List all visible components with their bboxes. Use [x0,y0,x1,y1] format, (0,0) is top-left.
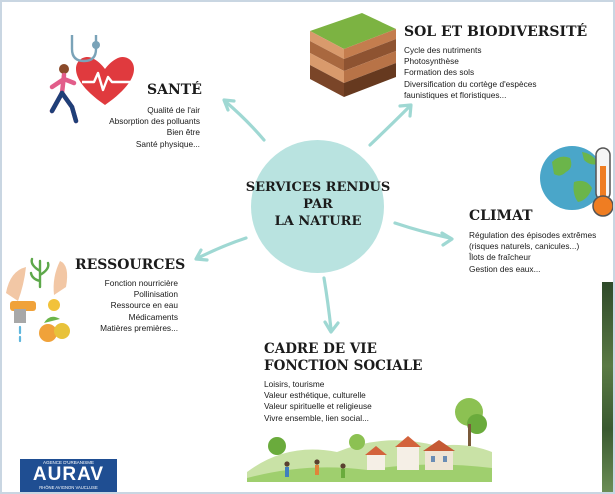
list-item: Santé physique... [135,138,200,149]
soil-block-illustration [310,13,396,97]
hand-right-icon [53,261,68,295]
list-item: Cycle des nutriments [404,45,482,55]
arrow-sante-head [222,98,236,112]
vegetables-icon [39,324,57,342]
runner-heart-illustration [49,35,134,124]
center-title-line1: SERVICES RENDUS [245,180,391,195]
ressources-list: Fonction nourricière Pollinisation Resso… [68,278,178,334]
arrow-sol-head [398,103,413,118]
logo-main-text: AURAV [32,464,105,485]
heart-icon [76,57,134,105]
hand-left-icon [6,267,26,301]
cadre-title-line2: FONCTION SOCIALE [264,358,423,374]
list-item: Bien être [166,127,200,138]
earth-thermometer-illustration [540,146,613,217]
climat-title: CLIMAT [469,208,533,224]
cadre-list: Loisirs, tourisme Valeur esthétique, cul… [264,379,372,424]
photo-strip [602,282,613,492]
ressources-title: RESSOURCES [75,257,186,273]
center-title-line3: LA NATURE [274,214,362,229]
arrow-sante [224,100,266,142]
sante-title: SANTÉ [147,82,202,98]
logo-sub-text: RHÔNE AVIGNON VAUCLUSE [39,485,98,490]
village-illustration [247,398,492,482]
sante-list: Qualité de l'air Absorption des polluant… [94,105,200,150]
list-item: Médicaments [128,311,178,322]
list-item: Pollinisation [133,289,178,300]
house-icon [397,446,419,470]
center-title-line2: PAR [303,197,333,212]
sol-list: Cycle des nutriments Photosynthèse Forma… [404,45,537,101]
list-item: Gestion des eaux... [469,263,541,274]
list-item: Absorption des polluants [109,116,200,127]
faucet-icon [10,301,36,311]
climat-list: Régulation des épisodes extrêmes (risque… [469,230,596,275]
arrow-sol [368,105,411,147]
logo-small-text: AGENCE D'URBANISME [42,460,95,465]
stethoscope-icon [70,35,98,63]
aurav-logo: AGENCE D'URBANISME AURAV RHÔNE AVIGNON V… [20,459,117,492]
list-item: Loisirs, tourisme [264,379,325,389]
list-item: Îlots de fraîcheur [469,252,531,263]
list-item: Valeur spirituelle et religieuse [264,401,372,412]
arrow-cadre-head [323,320,340,334]
arrow-ressources [196,236,248,260]
runner-head-icon [59,64,69,74]
resources-illustration [6,257,70,343]
list-item: Régulation des épisodes extrêmes [469,230,597,240]
sol-title: SOL ET BIODIVERSITÉ [404,24,588,40]
grass-top-icon [310,13,396,49]
person-icon [284,461,290,467]
arrow-cadre [322,276,333,331]
arrow-ressources-head [194,248,209,262]
pulse-line-icon [82,71,132,92]
list-item: (risques naturels, canicules...) [469,241,580,252]
list-item: Fonction nourricière [104,278,178,288]
list-item: Diversification du cortège d'espèces [404,78,537,89]
list-item: Matières premières... [100,322,178,333]
leaf-icon [29,257,50,289]
list-item: Valeur esthétique, culturelle [264,390,366,401]
center-title: SERVICES RENDUS PAR LA NATURE [230,179,406,230]
list-item: Vivre ensemble, lien social... [264,412,369,423]
bee-icon [48,299,60,311]
list-item: Ressource en eau [110,300,178,311]
center-circle [251,140,384,273]
arrow-climat [393,221,452,240]
list-item: Formation des sols [404,67,475,78]
list-item: Qualité de l'air [147,105,200,115]
arrow-climat-head [440,231,454,247]
cadre-title-line1: CADRE DE VIE [264,341,377,357]
list-item: faunistiques et floristiques... [404,89,507,100]
list-item: Photosynthèse [404,56,459,67]
